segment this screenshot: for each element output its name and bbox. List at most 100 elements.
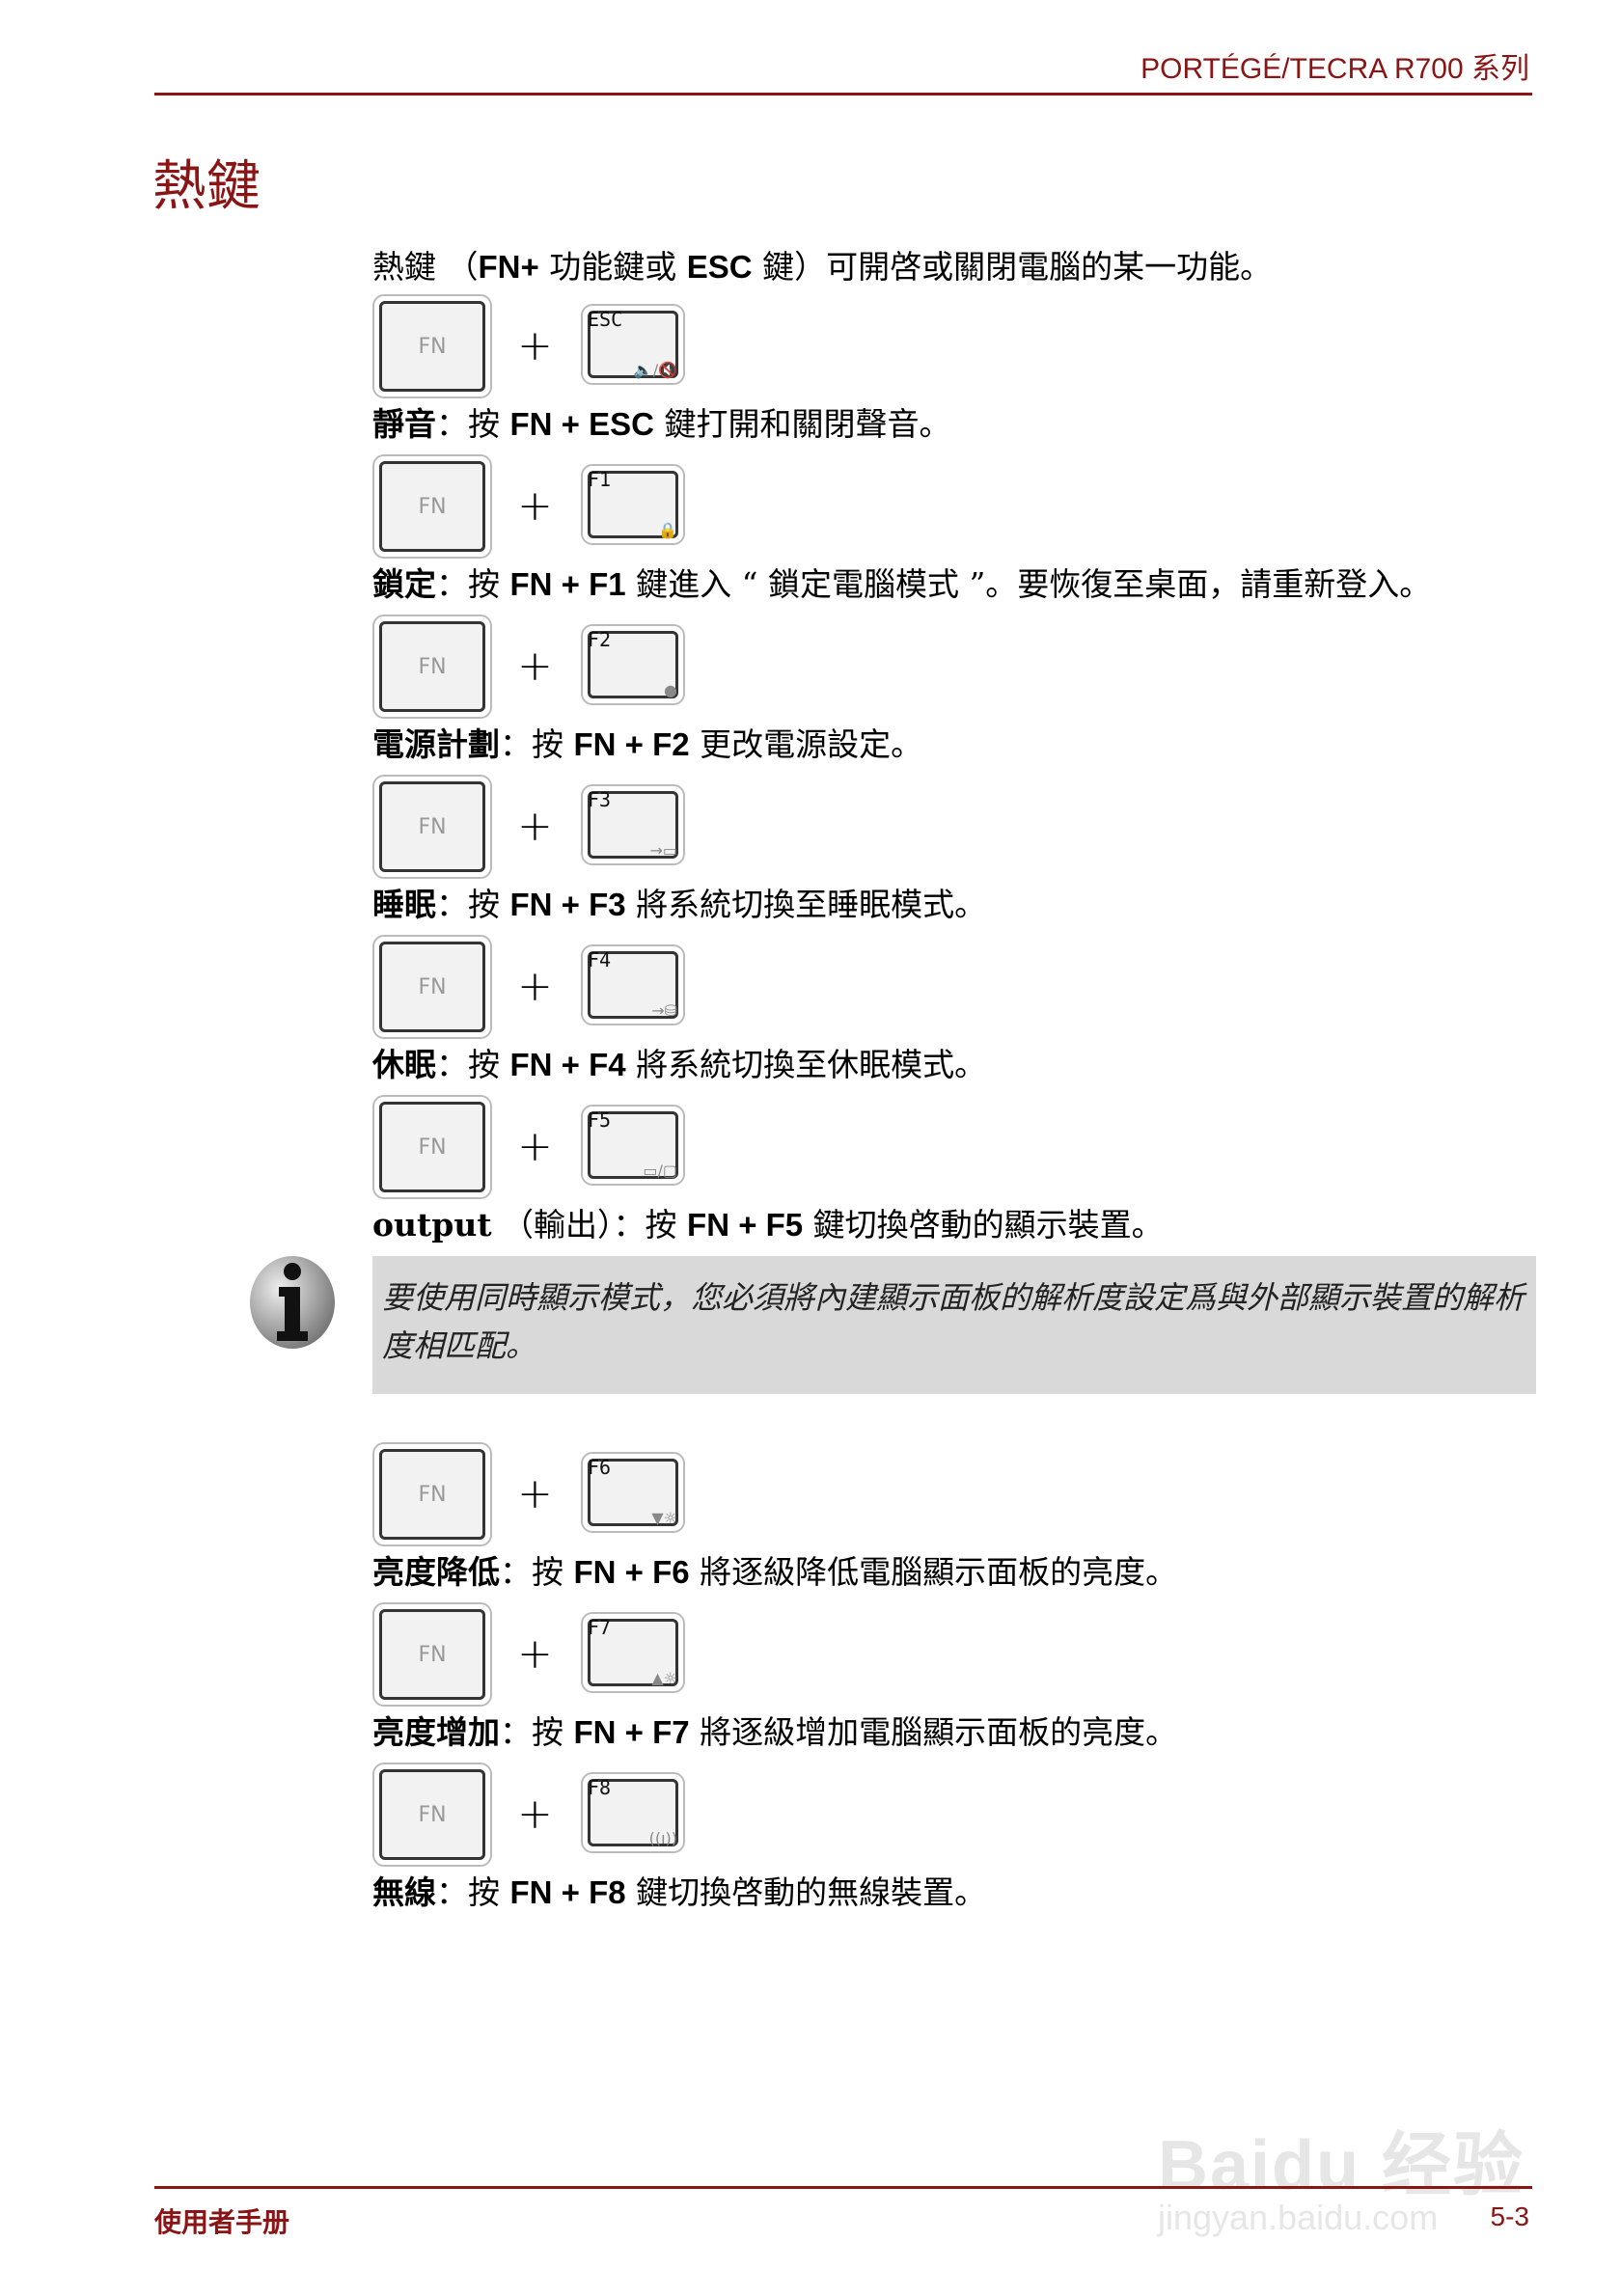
desc-text: 將系統切換至休眠模式。 bbox=[625, 1046, 987, 1083]
function-key-icon: F7 ▲☼ bbox=[581, 1612, 685, 1693]
fn-key-icon: FN bbox=[372, 775, 492, 879]
hotkey-term: 無線 bbox=[372, 1873, 436, 1911]
watermark-url: jingyan.baidu.com bbox=[1158, 2198, 1439, 2237]
function-key-icon: F1 🔒 bbox=[581, 464, 685, 545]
plus-sign: + bbox=[517, 1629, 553, 1679]
function-key-icon: F6 ▼☼ bbox=[581, 1452, 685, 1533]
note-text: 要使用同時顯示模式，您必須將內建顯示面板的解析度設定爲與外部顯示裝置的解析度相匹… bbox=[382, 1279, 1525, 1364]
function-key-glyph-icon: ((ı)) bbox=[648, 1829, 677, 1847]
key-combo-illustration: FN + ESC 🔈/🔇 bbox=[372, 294, 691, 398]
fn-key-icon: FN bbox=[372, 1602, 492, 1707]
desc-text: ：按 bbox=[436, 405, 510, 443]
desc-text: ：按 bbox=[500, 1713, 574, 1751]
fn-key-icon: FN bbox=[372, 1095, 492, 1199]
fn-key-icon: FN bbox=[372, 1442, 492, 1546]
hotkey-description: output （輸出）：按 FN + F5 鍵切換啓動的顯示裝置。 bbox=[372, 1199, 1164, 1245]
key-combo-illustration: FN + F2 ● bbox=[372, 615, 691, 719]
page-number: 5-3 bbox=[1490, 2201, 1529, 2231]
fn-key-label: FN bbox=[379, 621, 485, 712]
info-icon bbox=[248, 1254, 337, 1351]
function-key-glyph-icon: 🔈/🔇 bbox=[633, 361, 677, 379]
key-combo-illustration: FN + F3 →▭ bbox=[372, 775, 691, 879]
fn-key-icon: FN bbox=[372, 454, 492, 559]
desc-text: 鍵打開和關閉聲音。 bbox=[653, 405, 951, 443]
function-key-glyph-icon: 🔒 bbox=[658, 521, 677, 539]
hotkey-term: 電源計劃 bbox=[372, 725, 500, 763]
hotkey-combo: FN + F5 bbox=[687, 1207, 804, 1243]
function-key-icon: F5 ▭/▢ bbox=[581, 1105, 685, 1186]
plus-sign: + bbox=[517, 802, 553, 851]
hotkey-term: 亮度降低 bbox=[372, 1553, 500, 1591]
fn-key-icon: FN bbox=[372, 1763, 492, 1867]
hotkey-combo: FN + F1 bbox=[509, 566, 626, 602]
hotkey-description: 亮度降低：按 FN + F6 將逐級降低電腦顯示面板的亮度。 bbox=[372, 1546, 1177, 1593]
fn-key-label: FN bbox=[379, 1769, 485, 1860]
intro-text: 鍵）可開啓或關閉電腦的某一功能。 bbox=[752, 248, 1273, 286]
desc-text: 將系統切換至睡眠模式。 bbox=[625, 886, 987, 923]
function-key-glyph-icon: ● bbox=[664, 681, 677, 699]
hotkey-combo: FN + F2 bbox=[573, 726, 690, 762]
key-combo-illustration: FN + F8 ((ı)) bbox=[372, 1763, 691, 1867]
header-title: PORTÉGÉ/TECRA R700 系列 bbox=[1140, 53, 1529, 85]
fn-key-label: FN bbox=[379, 1609, 485, 1700]
hotkey-description: 鎖定：按 FN + F1 鍵進入 “ 鎖定電腦模式 ”。要恢復至桌面，請重新登入… bbox=[372, 559, 1431, 605]
intro-paragraph: 熱鍵 （FN+ 功能鍵或 ESC 鍵）可開啓或關閉電腦的某一功能。 bbox=[372, 241, 1272, 287]
desc-text: 將逐級增加電腦顯示面板的亮度。 bbox=[689, 1713, 1178, 1751]
hotkey-description: 靜音：按 FN + ESC 鍵打開和關閉聲音。 bbox=[372, 398, 950, 445]
desc-text: 鍵進入 “ 鎖定電腦模式 ”。要恢復至桌面，請重新登入。 bbox=[625, 565, 1432, 603]
function-key-label: F7 bbox=[588, 1616, 612, 1639]
desc-text: 將逐級降低電腦顯示面板的亮度。 bbox=[689, 1553, 1178, 1591]
hotkey-combo: FN + F3 bbox=[509, 887, 626, 922]
function-key-label: F2 bbox=[588, 628, 612, 651]
function-key-glyph-icon: →▭ bbox=[649, 841, 677, 860]
fn-key-icon: FN bbox=[372, 615, 492, 719]
plus-sign: + bbox=[517, 962, 553, 1011]
hotkey-combo: FN + F7 bbox=[573, 1714, 690, 1750]
hotkey-row-f8: FN + F8 ((ı)) 無線：按 FN + F8 鍵切換啓動的無線裝置。 bbox=[372, 1763, 1540, 1917]
hotkey-row-f1: FN + F1 🔒 鎖定：按 FN + F1 鍵進入 “ 鎖定電腦模式 ”。要恢… bbox=[372, 454, 1540, 609]
header-rule bbox=[154, 93, 1532, 96]
function-key-label: F4 bbox=[588, 948, 612, 971]
hotkey-row-f5: FN + F5 ▭/▢ output （輸出）：按 FN + F5 鍵切換啓動的… bbox=[372, 1095, 1540, 1249]
note-box: 要使用同時顯示模式，您必須將內建顯示面板的解析度設定爲與外部顯示裝置的解析度相匹… bbox=[372, 1256, 1536, 1394]
plus-sign: + bbox=[517, 642, 553, 691]
fn-key-label: FN bbox=[379, 301, 485, 392]
fn-key-label: FN bbox=[379, 781, 485, 872]
hotkey-description: 無線：按 FN + F8 鍵切換啓動的無線裝置。 bbox=[372, 1867, 986, 1913]
function-key-icon: F8 ((ı)) bbox=[581, 1772, 685, 1853]
function-key-label: F5 bbox=[588, 1108, 612, 1132]
plus-sign: + bbox=[517, 1122, 553, 1171]
key-combo-illustration: FN + F1 🔒 bbox=[372, 454, 691, 559]
desc-text: ：按 bbox=[436, 1046, 510, 1083]
fn-key-label: FN bbox=[379, 942, 485, 1032]
hotkey-combo: FN + F6 bbox=[573, 1554, 690, 1590]
function-key-icon: F3 →▭ bbox=[581, 784, 685, 865]
function-key-icon: F4 →⛁ bbox=[581, 944, 685, 1025]
hotkey-term: 靜音 bbox=[372, 405, 436, 443]
hotkey-description: 睡眠：按 FN + F3 將系統切換至睡眠模式。 bbox=[372, 879, 986, 925]
intro-text: 熱鍵 （ bbox=[372, 248, 479, 286]
function-key-label: F8 bbox=[588, 1776, 612, 1799]
hotkey-combo: FN + ESC bbox=[509, 406, 654, 442]
key-combo-illustration: FN + F5 ▭/▢ bbox=[372, 1095, 691, 1199]
function-key-label: F3 bbox=[588, 788, 612, 811]
hotkey-term: 休眠 bbox=[372, 1046, 436, 1083]
desc-text: ：按 bbox=[500, 725, 574, 763]
function-key-icon: ESC 🔈/🔇 bbox=[581, 304, 685, 385]
fn-key-icon: FN bbox=[372, 294, 492, 398]
function-key-label: F1 bbox=[588, 468, 612, 491]
footer-manual-title: 使用者手册 bbox=[154, 2206, 290, 2238]
desc-text: ：按 bbox=[436, 565, 510, 603]
intro-bold: ESC bbox=[686, 249, 753, 285]
fn-key-label: FN bbox=[379, 461, 485, 552]
function-key-label: ESC bbox=[588, 308, 623, 331]
function-key-glyph-icon: ▼☼ bbox=[651, 1509, 677, 1527]
plus-sign: + bbox=[517, 321, 553, 370]
hotkey-row-f6: FN + F6 ▼☼ 亮度降低：按 FN + F6 將逐級降低電腦顯示面板的亮度… bbox=[372, 1442, 1540, 1597]
fn-key-label: FN bbox=[379, 1102, 485, 1192]
function-key-glyph-icon: ▭/▢ bbox=[643, 1162, 677, 1180]
hotkey-term: 亮度增加 bbox=[372, 1713, 500, 1751]
hotkey-row-esc: FN + ESC 🔈/🔇 靜音：按 FN + ESC 鍵打開和關閉聲音。 bbox=[372, 294, 1540, 449]
footer-rule bbox=[154, 2186, 1532, 2189]
plus-sign: + bbox=[517, 1790, 553, 1839]
